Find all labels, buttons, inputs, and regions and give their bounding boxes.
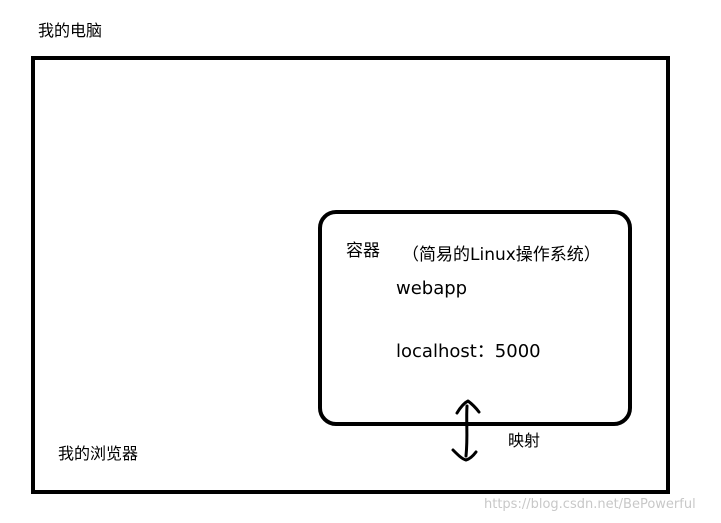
- webapp-label: webapp: [396, 278, 468, 299]
- port-address-label: localhost：5000: [396, 341, 541, 362]
- mapping-arrow-head-down: [451, 448, 478, 462]
- mapping-arrow-icon: [451, 399, 481, 462]
- mapping-label: 映射: [508, 431, 541, 450]
- container-description: （简易的Linux操作系统）: [402, 245, 601, 265]
- container-label: 容器: [346, 241, 380, 261]
- watermark: https://blog.csdn.net/BePowerful: [484, 497, 696, 512]
- mapping-arrow-head-up: [455, 399, 481, 415]
- browser-label: 我的浏览器: [58, 444, 139, 463]
- computer-box: [31, 56, 670, 494]
- computer-label: 我的电脑: [38, 21, 103, 40]
- mapping-arrow-shaft: [464, 404, 469, 458]
- container-box: [318, 210, 632, 426]
